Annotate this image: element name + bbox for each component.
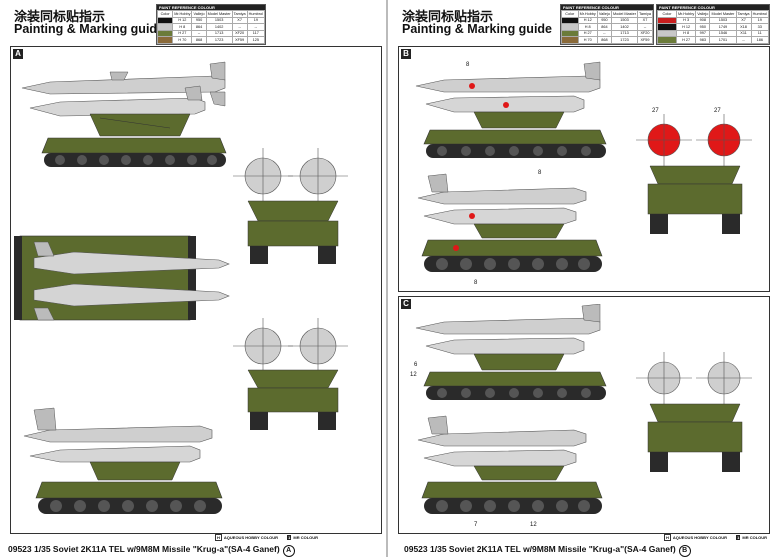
panel-c-label: C (401, 299, 411, 309)
marking-number: 12 (410, 372, 417, 378)
paint-row: H 8 997 1546 X11 11 (657, 29, 770, 37)
vallejo-code: 868 (596, 36, 612, 44)
panel-b: B (398, 46, 770, 292)
paint-reference-table-b1: PAINT REFERENCE COLOUR Color Mr.Hobby Va… (560, 4, 654, 45)
hobby-code: H 70 (172, 36, 193, 44)
paint-reference-header-b2: PAINT REFERENCE COLOUR (657, 5, 769, 10)
marking-number: 27 (714, 108, 721, 114)
legend-hobby-label: AQUEOUS HOBBY COLOUR (672, 535, 728, 540)
paint-reference-header-b1: PAINT REFERENCE COLOUR (561, 5, 653, 10)
page-title-cn: 涂装同标贴指示 (14, 10, 106, 25)
model-code: 1701 (709, 36, 737, 44)
vehicle-rear-view-1 (233, 148, 348, 264)
marking-number: 7 (474, 522, 478, 528)
vehicle-side-view-1 (21, 61, 227, 167)
model-code: 1723 (610, 36, 638, 44)
color-swatch (156, 36, 174, 44)
missile-upper (21, 61, 226, 107)
footer-a: 09523 1/35 Soviet 2K11A TEL w/9M8M Missi… (8, 544, 295, 557)
marking-number: 8 (474, 280, 478, 286)
marking-number: 6 (414, 362, 418, 368)
legend-mr-box: 1 (287, 535, 292, 540)
vehicle-rear-view-2 (233, 318, 348, 430)
vehicle-side-view-2 (23, 407, 223, 514)
paint-row: H 12 950 1503 X7 19 (156, 16, 266, 24)
paint-row: H 12 950 1749 X18 33 (657, 23, 770, 31)
tamiya-code: XF59 (636, 36, 654, 44)
humbrol-code: 186 (750, 36, 770, 44)
legend-hobby-box: H (215, 534, 222, 541)
page-title-en: Painting & Marking guide (14, 22, 165, 36)
panel-b-label: B (401, 49, 411, 59)
page-title-cn-b: 涂装同标贴指示 (402, 10, 494, 25)
vehicle-top-view (14, 235, 230, 321)
vehicle-c-rear-view (636, 352, 752, 472)
tamiya-code: -- (735, 36, 752, 44)
marking-number: 8 (466, 62, 470, 68)
page-a: 涂装同标贴指示 Painting & Marking guide PAINT R… (8, 0, 387, 557)
color-swatch (657, 36, 677, 44)
vehicle-b-rear-view (636, 114, 752, 234)
missile-lower (29, 85, 206, 117)
panel-a-label: A (13, 49, 23, 59)
page-b: 涂装同标贴指示 Painting & Marking guide PAINT R… (388, 0, 774, 557)
paint-row: H 70 868 1723 XF59 125 (156, 36, 266, 44)
marking-number: 27 (652, 108, 659, 114)
marking-number: 12 (530, 522, 537, 528)
paint-reference-table: PAINT REFERENCE COLOUR Color Mr.Hobby Va… (156, 4, 266, 45)
vallejo-code: 868 (191, 36, 207, 44)
footer-b-mark: B (678, 545, 691, 557)
legend-mr-label: MR COLOUR (742, 535, 768, 540)
vehicle-b-side-view-2 (417, 173, 603, 272)
legend-mr-box: 1 (736, 535, 741, 540)
hobby-code: H 27 (675, 36, 697, 44)
page-fold (386, 0, 388, 557)
model-code: 1723 (205, 36, 233, 44)
footer-b: 09523 1/35 Soviet 2K11A TEL w/9M8M Missi… (404, 544, 691, 557)
vehicle-c-side-view-1 (415, 304, 607, 400)
vehicle-c-side-view-2 (417, 415, 603, 514)
marking-number: 8 (538, 170, 542, 176)
color-swatch (561, 36, 579, 44)
legend-hobby-label: AQUEOUS HOBBY COLOUR (223, 535, 279, 540)
paint-row: H 27 983 1701 -- 186 (657, 36, 770, 44)
paint-row: H 70 868 1723 XF59 (561, 36, 654, 44)
page-title-en-b: Painting & Marking guide (402, 22, 553, 36)
footer-b-text: 09523 1/35 Soviet 2K11A TEL w/9M8M Missi… (404, 544, 676, 554)
panel-a: A (10, 46, 382, 534)
legend-mr-label: MR COLOUR (293, 535, 319, 540)
hobby-code: H 70 (577, 36, 598, 44)
paint-reference-header: PAINT REFERENCE COLOUR (157, 5, 265, 10)
footer-a-text: 09523 1/35 Soviet 2K11A TEL w/9M8M Missi… (8, 544, 280, 554)
chassis (41, 137, 227, 167)
humbrol-code: 125 (246, 36, 266, 44)
panel-c: C (398, 296, 770, 534)
vehicle-b-side-view-1 (415, 61, 607, 158)
vallejo-code: 983 (695, 36, 711, 44)
launcher-arm (89, 113, 191, 137)
tamiya-code: XF59 (231, 36, 248, 44)
legend-hobby-box: H (664, 534, 671, 541)
paint-row: H 8 864 1402 -- -- (156, 23, 266, 31)
paint-reference-table-b2: PAINT REFERENCE COLOUR Color Mr.Hobby Va… (656, 4, 770, 45)
footer-a-mark: A (282, 545, 295, 557)
